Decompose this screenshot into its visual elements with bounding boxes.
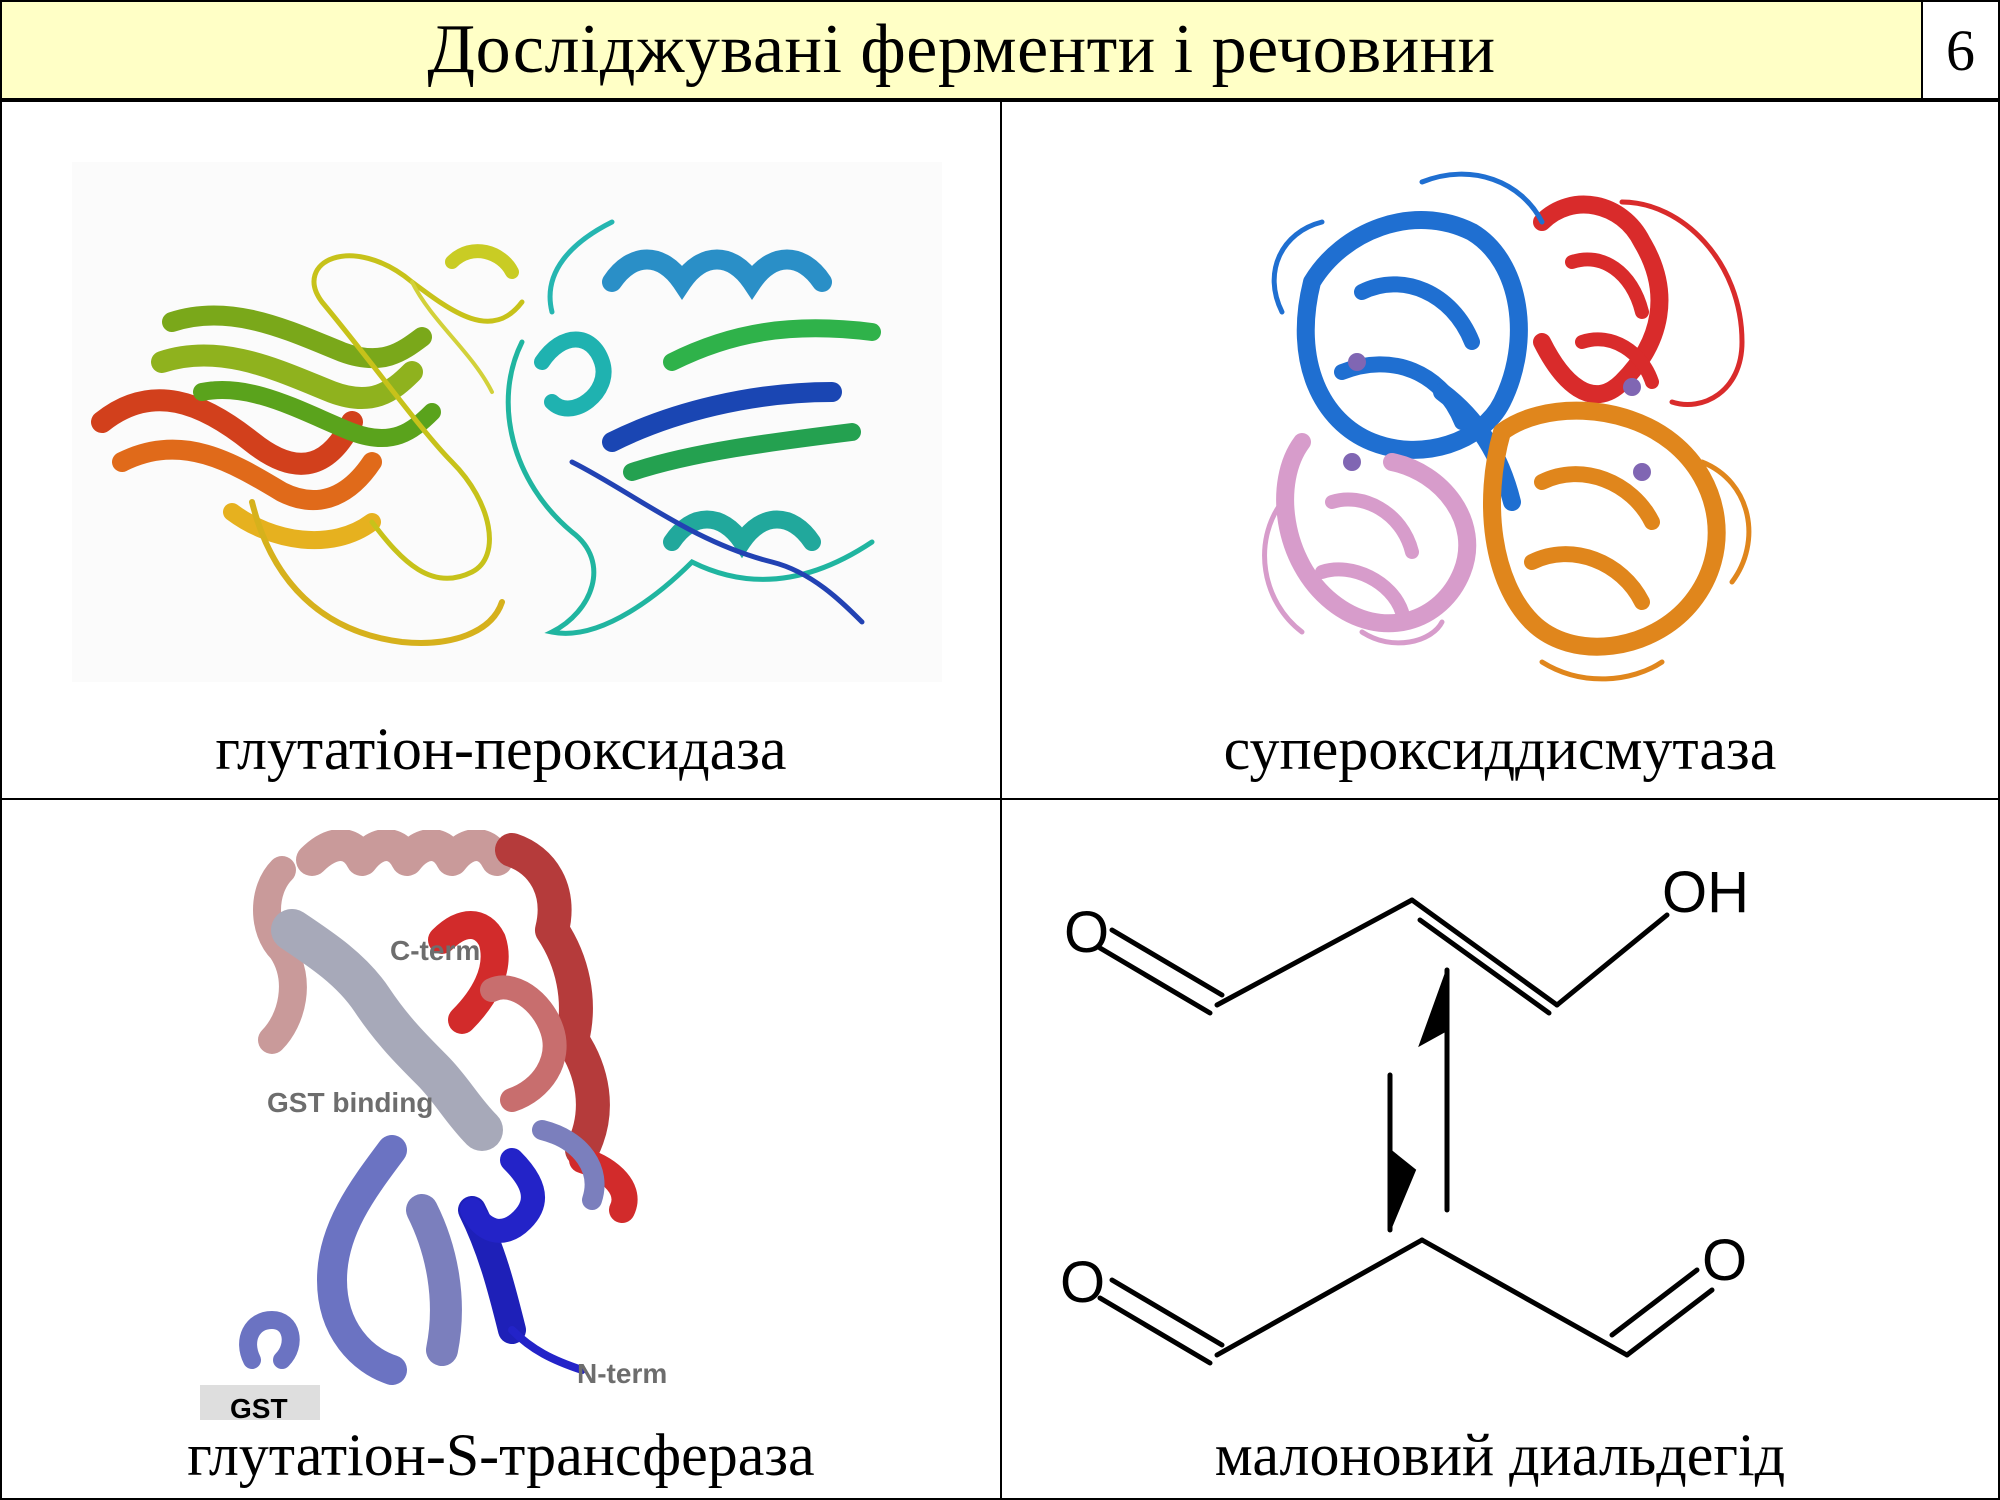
label-gst-tag: GST (230, 1393, 288, 1420)
page-number: 6 (1921, 0, 2000, 100)
atom-o-bottom-left: O (1060, 1250, 1105, 1315)
gst-tag-box (200, 1385, 320, 1420)
slide-title-bar: Досліджувані ферменти і речовини (0, 0, 1923, 100)
slide-title: Досліджувані ферменти і речовини (427, 11, 1496, 88)
panel-superoxide-dismutase: супероксиддисмутаза (1000, 100, 2000, 800)
caption-glutathione-peroxidase: глутатіон-пероксидаза (215, 716, 787, 782)
label-gst-binding: GST binding (267, 1087, 433, 1118)
figure-grid: глутатіон-пероксидаза (0, 100, 2000, 1500)
atom-o-top-left: O (1064, 900, 1109, 965)
panel-glutathione-s-transferase: C-term GST binding N-term GST глутатіон-… (0, 798, 1002, 1500)
panel-glutathione-peroxidase: глутатіон-пероксидаза (0, 100, 1002, 800)
label-n-term: N-term (577, 1358, 667, 1389)
caption-superoxide-dismutase: супероксиддисмутаза (1223, 716, 1777, 782)
label-c-term: C-term (390, 935, 480, 966)
sod-protein-image (1262, 171, 1752, 682)
caption-glutathione-s-transferase: глутатіон-S-трансфераза (187, 1422, 815, 1488)
atom-o-bottom-right: O (1702, 1228, 1747, 1293)
malondialdehyde-structure: O OH O O (1060, 860, 1749, 1366)
atom-oh-top-right: OH (1662, 860, 1749, 925)
gst-protein-image: C-term GST binding N-term GST (200, 830, 667, 1420)
panel-malondialdehyde: O OH O O малоновий диальдегід (1000, 798, 2000, 1500)
gpx-protein-image (72, 162, 942, 682)
caption-malondialdehyde: малоновий диальдегід (1214, 1422, 1786, 1488)
